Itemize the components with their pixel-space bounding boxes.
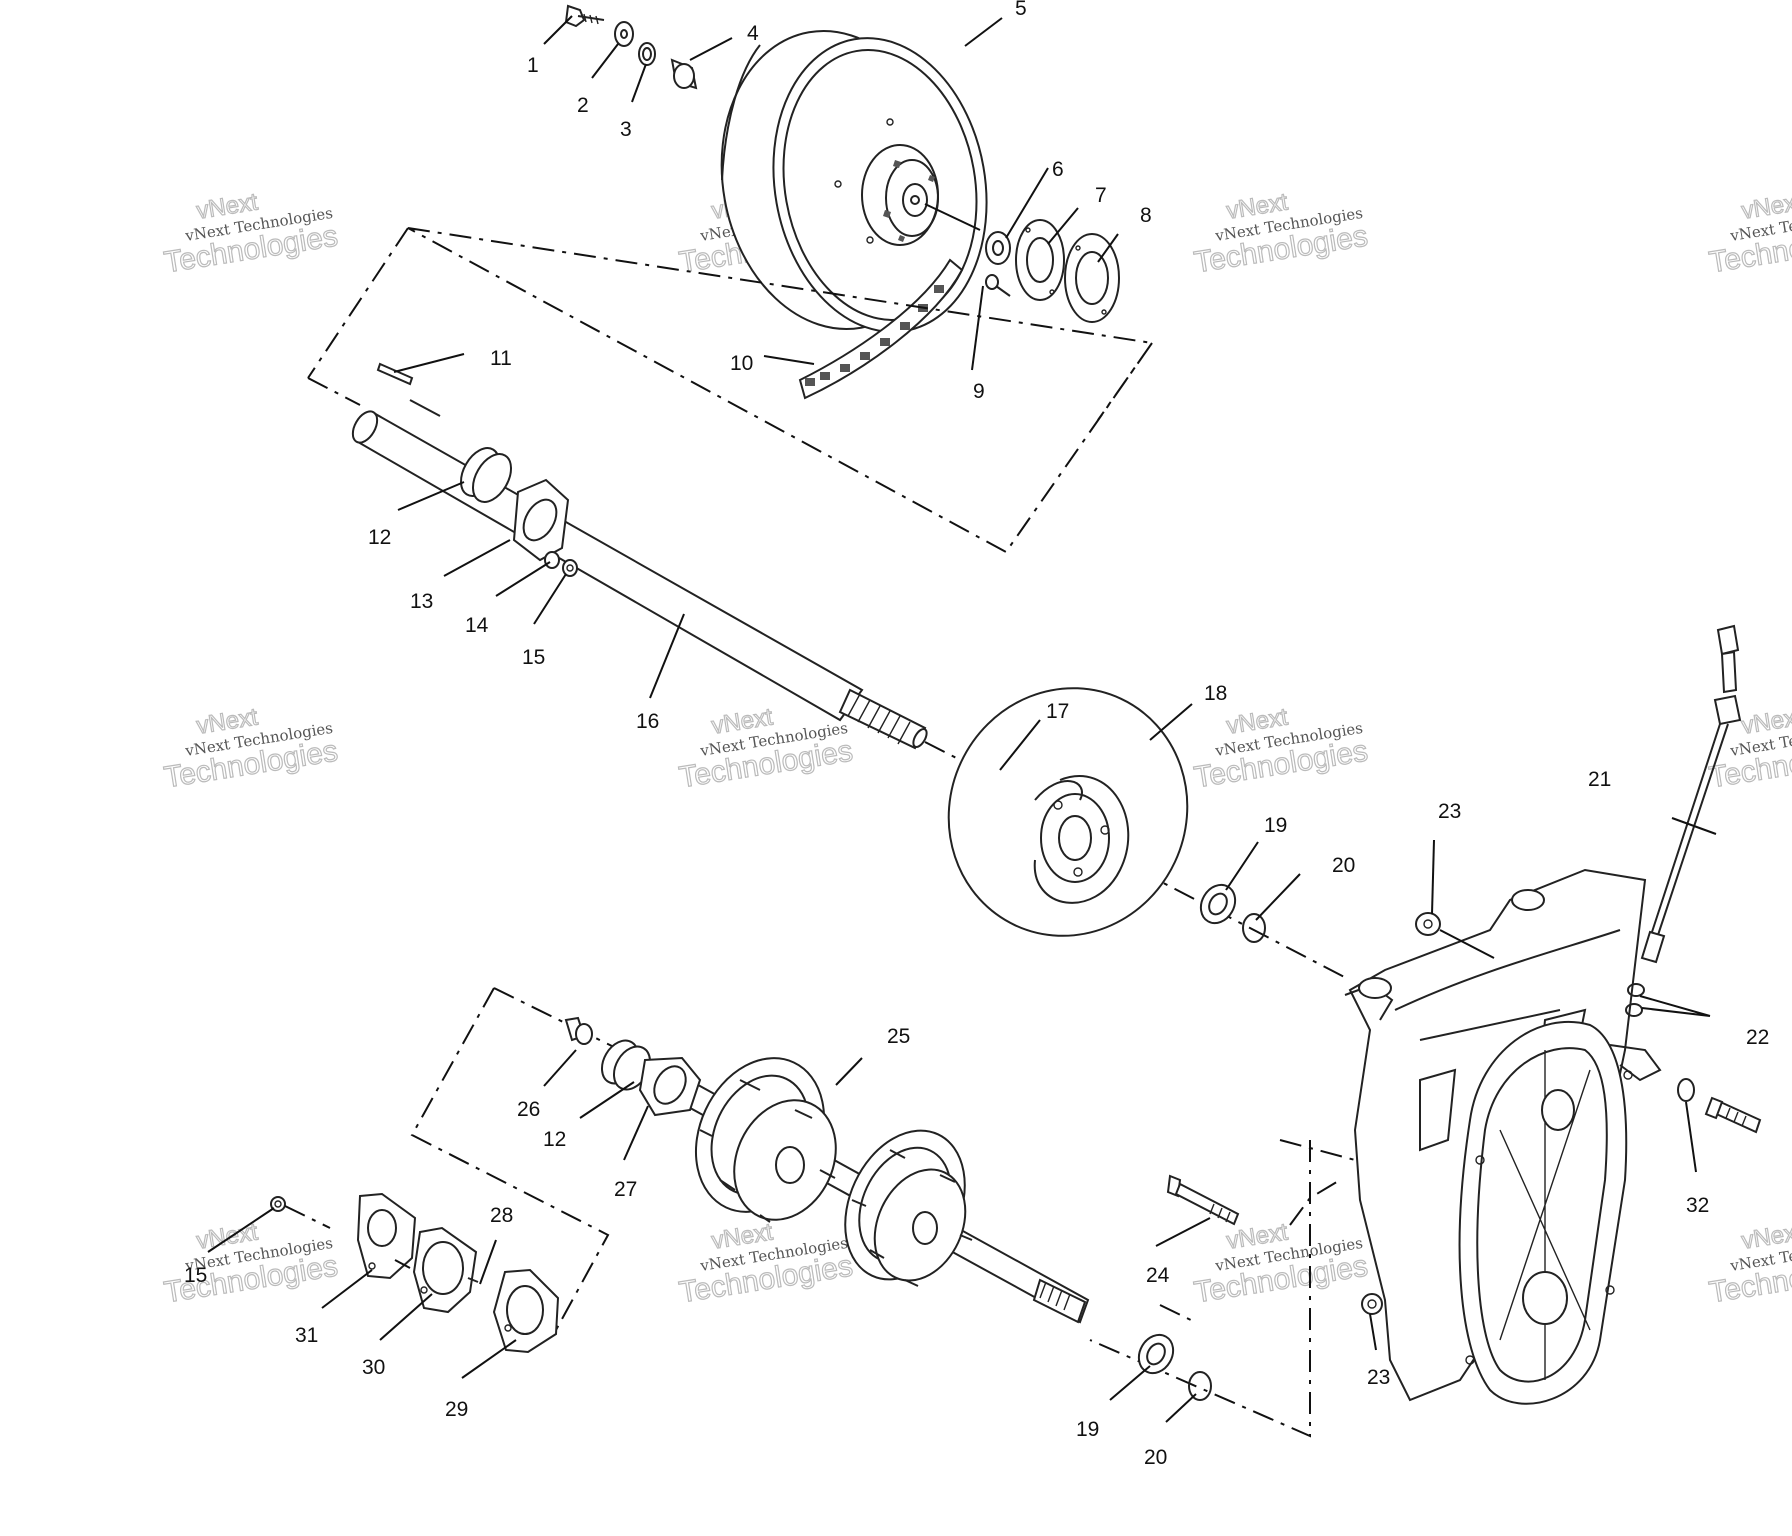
- gasket-part-30: [412, 1226, 478, 1314]
- fitting-part-26: [564, 1016, 593, 1045]
- nut-part-15-bottom: [270, 1196, 286, 1212]
- callout-30: 30: [362, 1356, 385, 1379]
- screw-part-9: [985, 274, 1011, 297]
- watermark: vNext vNext Technologies Technologies: [161, 188, 340, 280]
- callout-11: 11: [490, 347, 512, 370]
- callout-12-top: 12: [368, 526, 391, 549]
- o-ring-part-20-top: [1242, 913, 1266, 943]
- washer-part-2: [614, 21, 634, 47]
- callout-22: 22: [1746, 1026, 1769, 1049]
- flange-part-13: [512, 478, 570, 562]
- callout-29: 29: [445, 1398, 468, 1421]
- callout-27: 27: [614, 1178, 637, 1201]
- plate-part-8: [1064, 233, 1120, 323]
- drive-belt-part-10: [798, 258, 964, 400]
- callout-13: 13: [410, 590, 433, 613]
- axis-line-bottom-left: [284, 1205, 411, 1269]
- bushing-part-4: [670, 58, 698, 90]
- watermark: vNext vNext Technologies Technologies: [1706, 188, 1792, 280]
- washer-part-6: [985, 231, 1011, 265]
- key-part-11: [376, 362, 414, 386]
- bolt-part-1: [564, 4, 605, 28]
- callout-25: 25: [887, 1025, 910, 1048]
- callout-12-bottom: 12: [543, 1128, 566, 1151]
- drive-sprocket-part-25-right: [844, 1129, 973, 1287]
- o-rings-part-22: [1625, 983, 1645, 1017]
- watermark: vNext vNext Technologies Technologies: [1706, 1218, 1792, 1310]
- washer-part-14: [544, 551, 560, 569]
- assembly-boundary-right: [1089, 1139, 1356, 1438]
- callout-21: 21: [1588, 768, 1611, 791]
- callout-6: 6: [1052, 158, 1064, 181]
- dipstick-part-21: [1640, 624, 1742, 964]
- leader-lines: [207, 15, 1717, 1423]
- callout-5: 5: [1015, 0, 1027, 20]
- watermark: vNext vNext Technologies Technologies: [161, 703, 340, 795]
- callout-31: 31: [295, 1324, 318, 1347]
- callout-26: 26: [517, 1098, 540, 1121]
- bearing-part-19-top: [1199, 883, 1237, 925]
- bearing-part-19-bottom: [1137, 1333, 1175, 1375]
- callout-labels: 1 2 3 4 5 6 7 8 9 10 11 12 13 14 15 16 1…: [184, 0, 1769, 1469]
- callout-1: 1: [527, 54, 539, 77]
- flange-part-27: [638, 1056, 702, 1117]
- drive-sprocket-part-25-left: [694, 1057, 837, 1223]
- callout-15-top: 15: [522, 646, 545, 669]
- callout-9: 9: [973, 380, 985, 403]
- callout-3: 3: [620, 118, 632, 141]
- washer-part-32: [1677, 1078, 1695, 1102]
- pin-part-28: [467, 1277, 479, 1283]
- bolt-part-24: [1166, 1174, 1240, 1226]
- o-ring-part-20-bottom: [1188, 1371, 1212, 1401]
- bolt-part-32: [1704, 1096, 1762, 1134]
- watermark: vNext vNext Technologies Technologies: [676, 1218, 855, 1310]
- callout-15-bottom: 15: [184, 1264, 207, 1287]
- callout-17: 17: [1046, 700, 1069, 723]
- callout-32: 32: [1686, 1194, 1709, 1217]
- watermark: vNext vNext Technologies Technologies: [1191, 703, 1370, 795]
- callout-19-top: 19: [1264, 814, 1287, 837]
- callout-18: 18: [1204, 682, 1227, 705]
- callout-20-top: 20: [1332, 854, 1355, 877]
- callout-4: 4: [747, 22, 759, 45]
- chaincase-cover: [1458, 1020, 1633, 1405]
- watermark: vNext vNext Technologies Technologies: [161, 1218, 340, 1310]
- nut-part-23-bottom: [1361, 1293, 1383, 1315]
- chaincase-flange: [1609, 1044, 1662, 1082]
- callout-2: 2: [577, 94, 589, 117]
- callout-20-bottom: 20: [1144, 1446, 1167, 1469]
- callout-7: 7: [1095, 184, 1107, 207]
- callout-24: 24: [1146, 1264, 1170, 1287]
- nut-part-23-top: [1415, 912, 1441, 936]
- assembly-boundary-top: [307, 227, 1154, 554]
- callout-19-bottom: 19: [1076, 1418, 1099, 1441]
- watermark: vNext vNext Technologies Technologies: [1191, 188, 1370, 280]
- callout-23-bottom: 23: [1367, 1366, 1390, 1389]
- callout-14: 14: [465, 614, 489, 637]
- callout-16: 16: [636, 710, 659, 733]
- callout-28: 28: [490, 1204, 513, 1227]
- washer-part-3: [638, 42, 656, 66]
- driven-clutch-part-5: [720, 30, 988, 333]
- callout-23-top: 23: [1438, 800, 1461, 823]
- nut-part-15-top: [562, 559, 578, 577]
- watermark: vNext vNext Technologies Technologies: [1191, 1218, 1370, 1310]
- brake-disc-part-18: [947, 687, 1189, 937]
- bearing-part-12-top: [460, 447, 512, 503]
- cover-part-31: [356, 1192, 417, 1280]
- assembly-boundary-bottom: [410, 987, 621, 1331]
- callout-10: 10: [730, 352, 753, 375]
- driveshaft-part-16: [351, 399, 928, 750]
- flange-part-29: [492, 1268, 560, 1354]
- callout-8: 8: [1140, 204, 1152, 227]
